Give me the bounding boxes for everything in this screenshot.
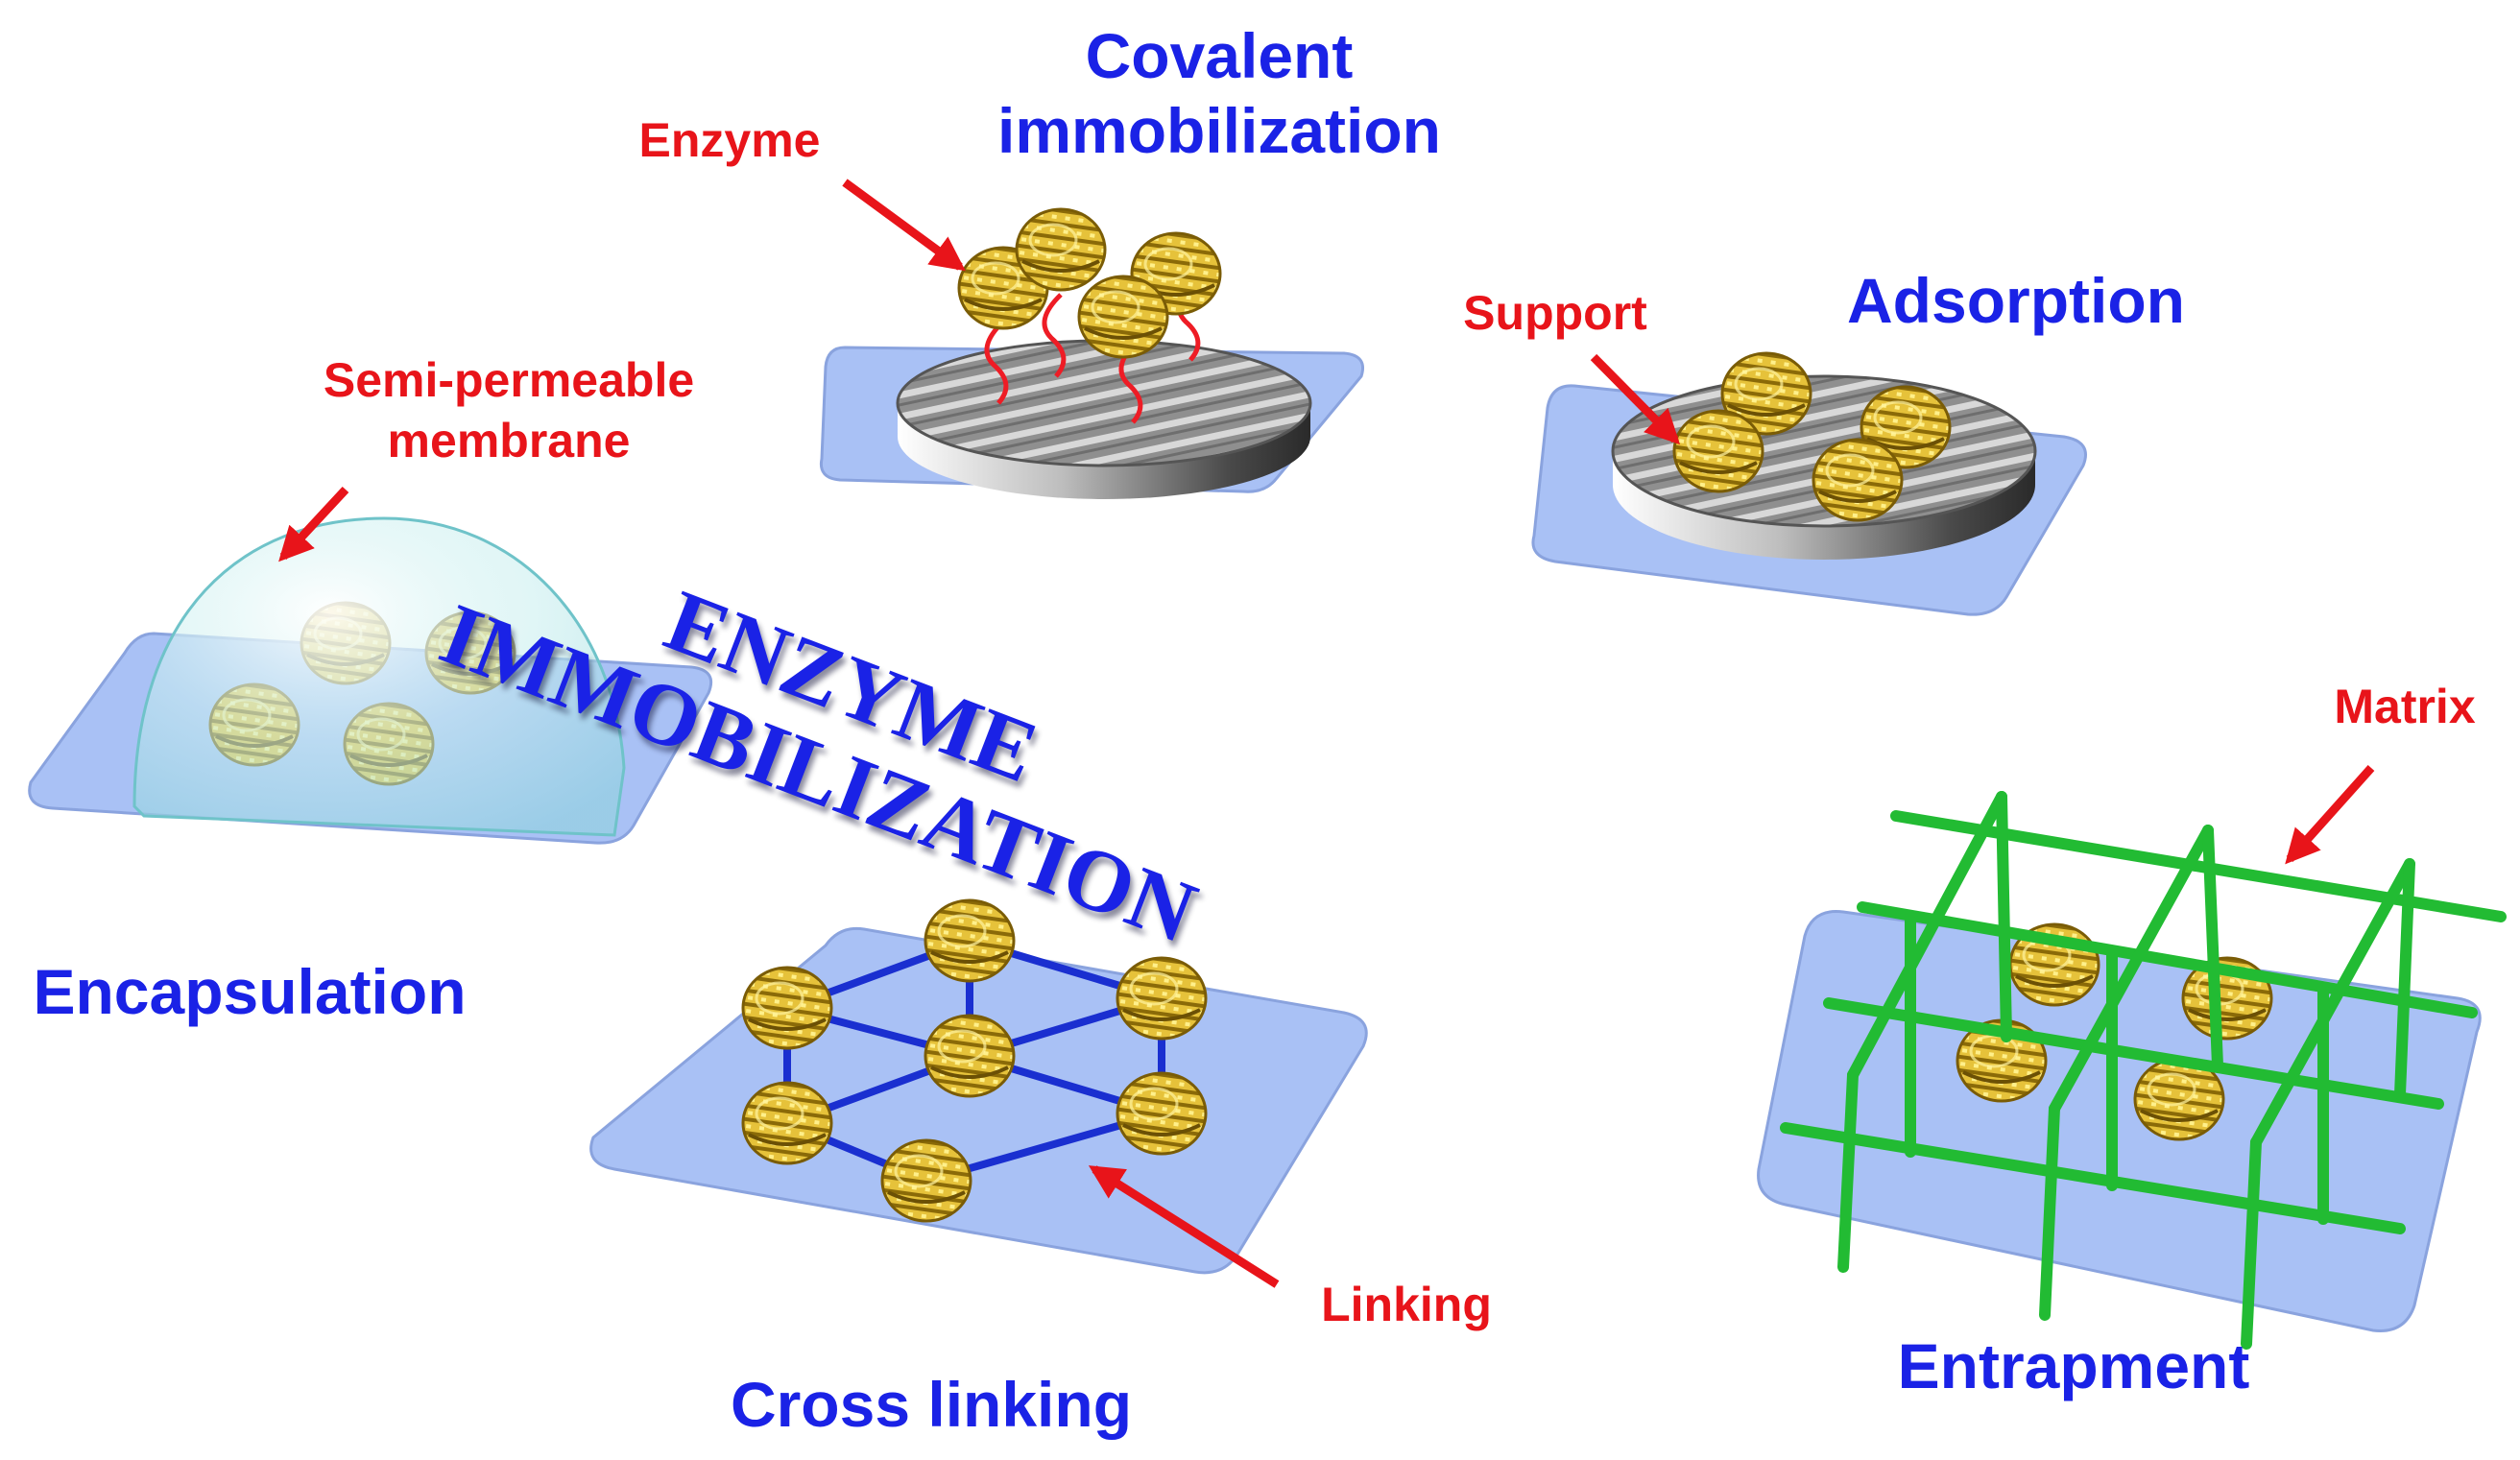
cross-link-enzyme-3	[1116, 956, 1208, 1041]
encapsulation-panel	[28, 516, 713, 845]
cross-link-enzyme-6	[1116, 1071, 1208, 1156]
covalent-linkers	[984, 276, 1201, 424]
membrane-callout-line2: membrane	[387, 413, 631, 467]
entrapment-base-plate	[1757, 910, 2482, 1332]
membrane-callout-line1: Semi-permeable	[323, 353, 695, 407]
covalent-label-line1: Covalent	[1085, 20, 1354, 91]
membrane-callout: Semi-permeable membrane	[288, 350, 730, 470]
adsorption-enzyme-4	[1812, 438, 1904, 522]
enzyme-callout: Enzyme	[638, 113, 821, 167]
cross-linking-label: Cross linking	[730, 1369, 1133, 1440]
entrapment-matrix	[1780, 791, 2507, 1350]
cross-link-enzyme-4	[924, 1014, 1016, 1098]
cross-link-enzyme-7	[880, 1138, 972, 1223]
adsorption-enzyme-2	[1672, 409, 1764, 493]
semi-permeable-membrane	[132, 516, 626, 837]
adsorption-panel	[1531, 351, 2087, 616]
entrapment-label: Entrapment	[1897, 1330, 2250, 1401]
encapsulation-label: Encapsulation	[33, 956, 467, 1027]
membrane-arrow	[278, 486, 349, 562]
entrapment-panel	[1757, 791, 2507, 1350]
covalent-support-disc	[896, 339, 1312, 467]
matrix-arrow	[2285, 764, 2375, 865]
linking-callout: Linking	[1321, 1278, 1492, 1331]
cross-linking-panel	[589, 898, 1368, 1275]
covalent-label-line2: immobilization	[997, 94, 1441, 166]
matrix-callout: Matrix	[2334, 680, 2476, 733]
covalent-enzyme-4	[1077, 275, 1169, 359]
covalent-enzyme-2	[1015, 207, 1107, 292]
callout-arrows	[278, 179, 2375, 1288]
cross-link-enzyme-5	[741, 1081, 833, 1165]
enzyme-arrow	[842, 179, 966, 272]
cross-link-enzyme-1	[924, 898, 1016, 983]
adsorption-label: Adsorption	[1847, 265, 2185, 336]
support-callout: Support	[1463, 286, 1647, 340]
support-arrow	[1590, 353, 1681, 445]
covalent-label: Covalent immobilization	[970, 19, 1469, 169]
linking-arrow	[1088, 1165, 1280, 1288]
covalent-panel	[819, 207, 1364, 499]
cross-link-enzyme-2	[741, 966, 833, 1050]
